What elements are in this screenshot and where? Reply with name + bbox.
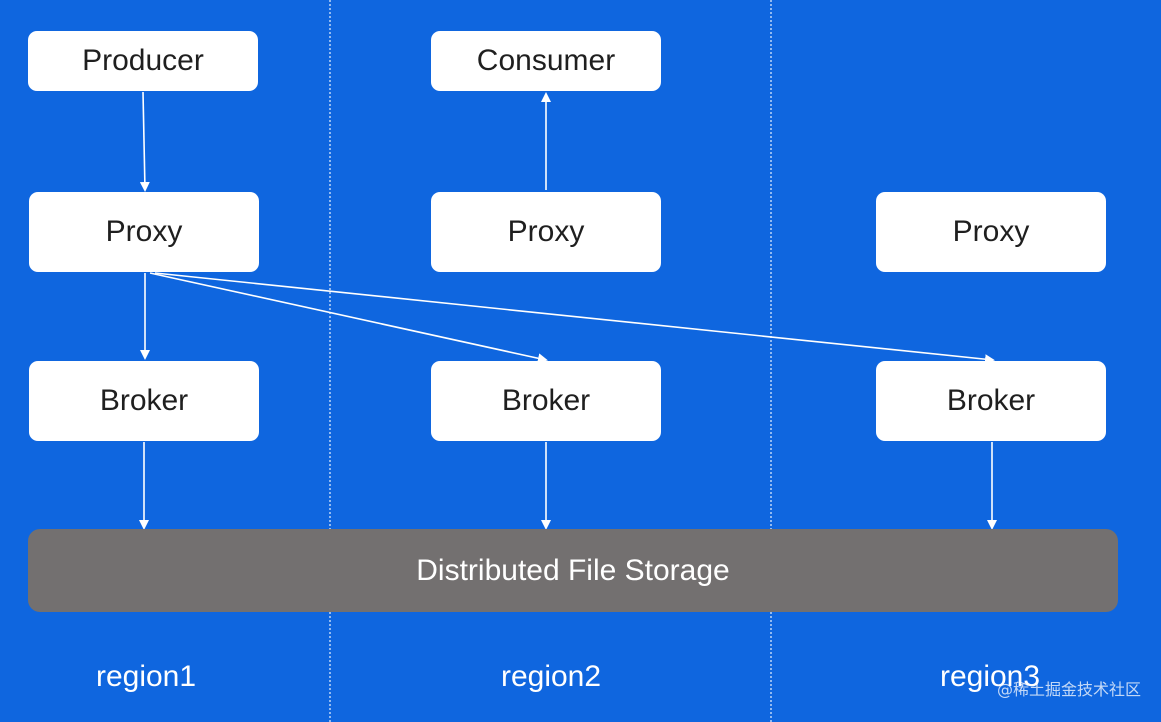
region-divider-2: [770, 0, 772, 722]
broker-label-region2: Broker: [501, 384, 591, 417]
distributed-file-storage: Distributed File Storage: [28, 529, 1118, 612]
broker-label-region1: Broker: [99, 384, 189, 417]
proxy-node-region1: Proxy: [29, 192, 259, 272]
proxy-node-region3: Proxy: [876, 192, 1106, 272]
region-divider-1: [329, 0, 331, 722]
proxy-label-region3: Proxy: [952, 215, 1030, 248]
broker-label-region3: Broker: [946, 384, 1036, 417]
storage-label: Distributed File Storage: [416, 553, 730, 587]
arrow-producer-to-proxy1: [139, 91, 150, 192]
broker-node-region2: Broker: [431, 361, 661, 441]
region-label-1: region1: [95, 660, 197, 693]
broker-node-region1: Broker: [29, 361, 259, 441]
proxy-node-region2: Proxy: [431, 192, 661, 272]
broker-node-region3: Broker: [876, 361, 1106, 441]
producer-label: Producer: [82, 44, 204, 77]
region-label-2: region2: [500, 660, 602, 693]
proxy-label-region1: Proxy: [105, 215, 183, 248]
arrow-proxy1-to-broker2: [149, 272, 548, 364]
arrow-proxy1-to-broker3: [154, 272, 995, 365]
region-label-3: region3: [939, 660, 1041, 693]
proxy-label-region2: Proxy: [507, 215, 585, 248]
consumer-label: Consumer: [476, 44, 616, 77]
watermark-text: @稀土掘金技术社区: [996, 680, 1141, 699]
producer-node: Producer: [28, 31, 258, 91]
consumer-node: Consumer: [431, 31, 661, 91]
